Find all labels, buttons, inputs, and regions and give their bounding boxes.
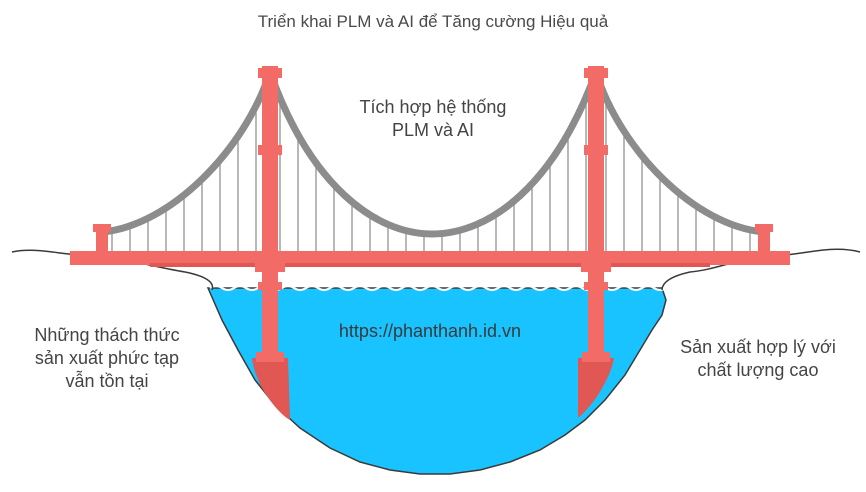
center-label-line-1: Tích hợp hệ thống: [359, 97, 507, 117]
main-cable-left: [98, 68, 274, 236]
suspender-cables: [111, 96, 751, 251]
right-tower: [581, 66, 611, 362]
center-label: Tích hợp hệ thống PLM và AI: [300, 96, 566, 142]
center-label-line-2: PLM và AI: [391, 120, 475, 141]
left-pier-base: [252, 358, 290, 420]
left-label-line-3: vẫn tồn tại: [65, 371, 149, 392]
left-label-line-2: sản xuất phức tạp: [34, 348, 180, 369]
right-anchor: [755, 224, 773, 254]
left-anchor: [93, 224, 111, 254]
left-tower: [255, 66, 285, 362]
watermark-url: https://phanthanh.id.vn: [338, 321, 522, 341]
main-cable-center: [266, 68, 600, 238]
right-label-line-1: Sản xuất hợp lý với: [680, 337, 836, 357]
main-cable-right: [592, 68, 768, 236]
bridge-deck: [70, 251, 790, 265]
left-label-line-1: Những thách thức: [34, 325, 180, 345]
right-pier-base: [578, 358, 614, 418]
diagram-title: Triển khai PLM và AI để Tăng cường Hiệu …: [257, 12, 609, 31]
right-label-line-2: chất lượng cao: [697, 360, 819, 381]
left-label: Những thách thức sản xuất phức tạp vẫn t…: [2, 324, 212, 393]
right-label: Sản xuất hợp lý với chất lượng cao: [650, 336, 866, 382]
bridge-deck-underside: [150, 263, 710, 267]
